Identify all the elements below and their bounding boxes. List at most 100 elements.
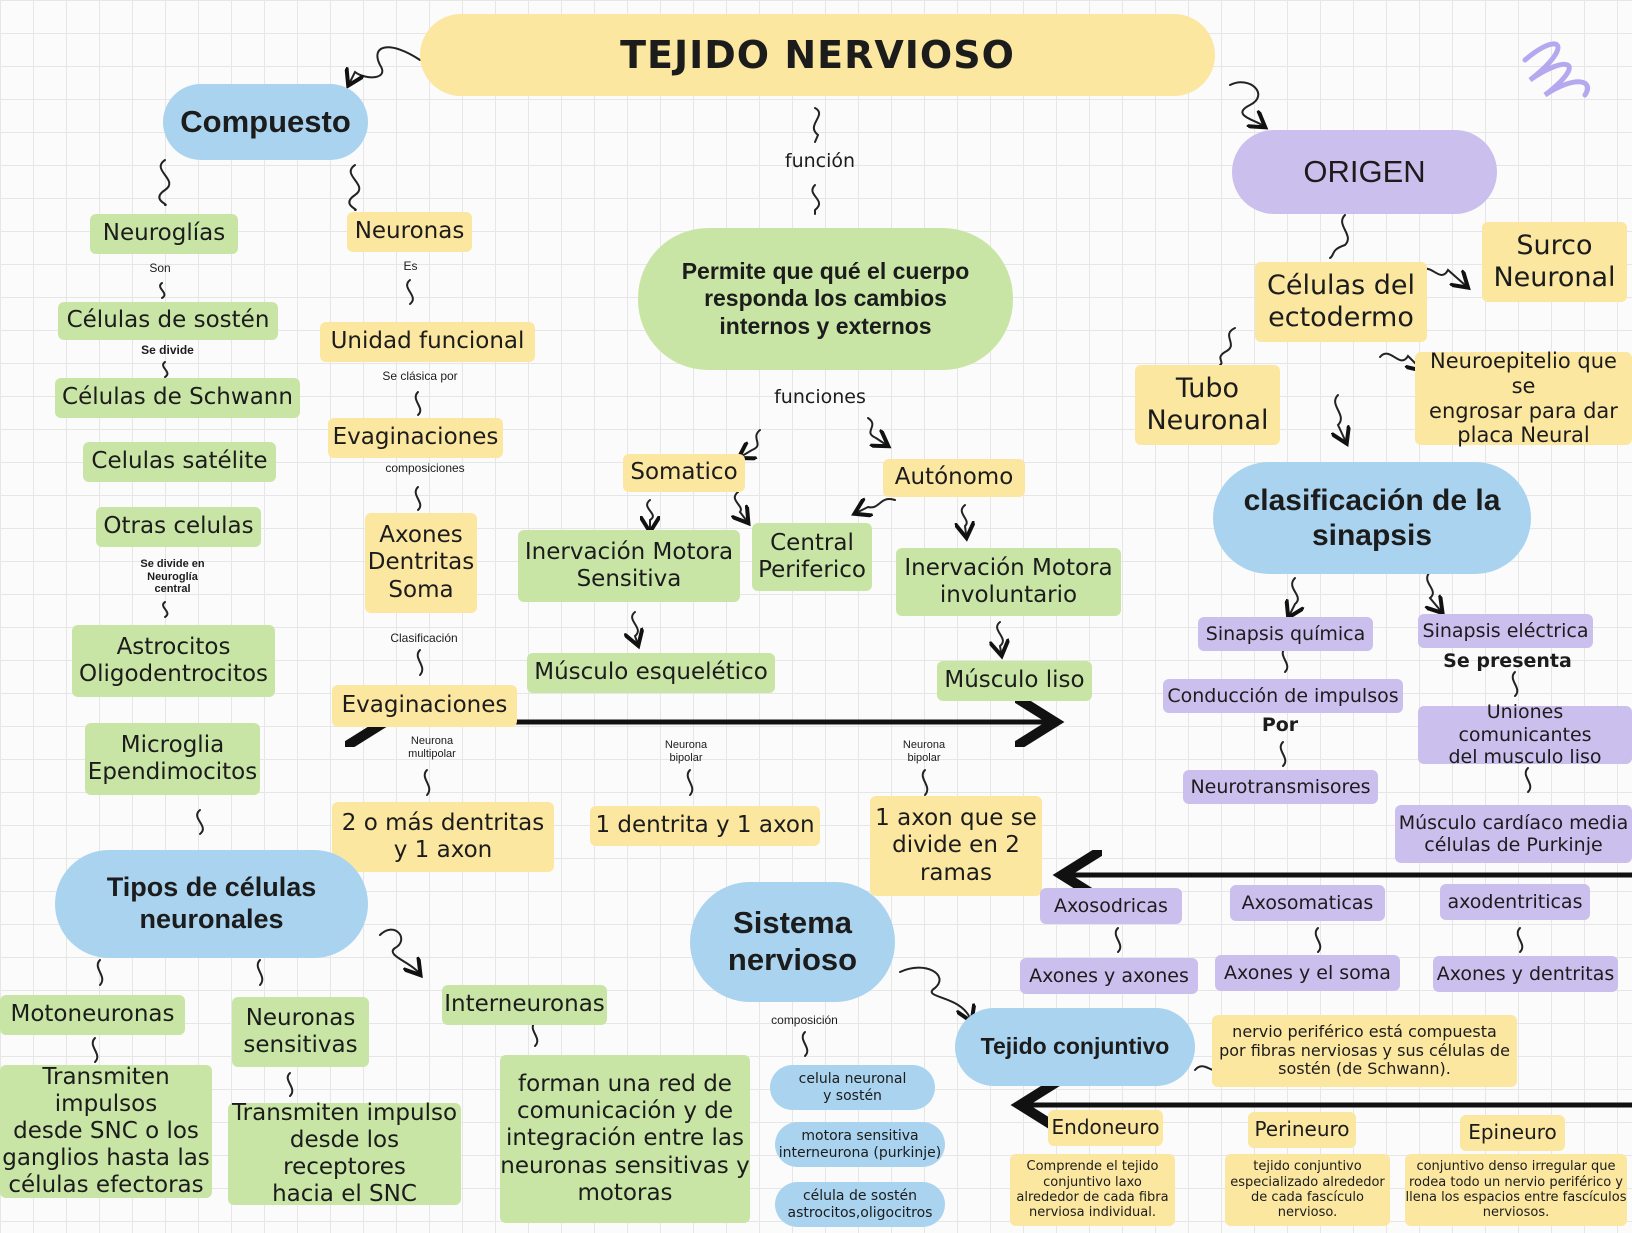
squiggle-arrow	[812, 107, 821, 143]
axones-axones-node: Axones y axones	[1020, 958, 1198, 994]
squiggle-arrow	[735, 491, 746, 520]
inervacion-sensitiva-node: Inervación Motora Sensitiva	[518, 530, 740, 602]
neuroglias-node: Neuroglías	[90, 214, 238, 254]
interneuronas-desc: forman una red de comunicación y de inte…	[500, 1055, 750, 1223]
axosomaticas-node: Axosomaticas	[1230, 885, 1385, 921]
squiggle-arrow	[379, 928, 418, 972]
composicion-label: composición	[771, 1012, 838, 1027]
clasificacion-label: Clasificación	[390, 630, 458, 645]
evaginaciones2-node: Evaginaciones	[332, 685, 517, 727]
epineuro-node: Epineuro	[1460, 1115, 1565, 1151]
squiggle-line	[1279, 741, 1287, 767]
tipos-node: Tipos de células neuronales	[55, 850, 368, 958]
squiggle-line	[414, 486, 422, 511]
evaginaciones-node: Evaginaciones	[328, 418, 503, 458]
es-label: Es	[403, 258, 418, 273]
squiggle-arrow	[1335, 394, 1345, 440]
astro-oligo-node: Astrocitos Oligodentrocitos	[72, 625, 275, 697]
squiggle-arrow	[997, 621, 1003, 652]
se-clasica-label: Se clásica por	[382, 368, 458, 383]
squiggle-line	[1516, 927, 1524, 953]
sensitivas-desc: Transmiten impulso desde los receptores …	[228, 1100, 461, 1207]
squiggle-line	[1329, 214, 1349, 259]
squiggle-arrow	[811, 184, 821, 215]
neuroepitelio-node: Neuroepitelio que se engrosar para dar p…	[1415, 349, 1632, 447]
satelite-node: Celulas satélite	[83, 442, 276, 482]
axones-dentritas-node: Axones y dentritas	[1433, 956, 1618, 992]
inervacion-involuntario-node: Inervación Motora involuntario	[896, 548, 1121, 616]
bipolar2-label: Neurona bipolar	[902, 739, 946, 764]
se-presenta-label: Se presenta	[1443, 649, 1572, 672]
squiggle-line	[801, 1031, 809, 1057]
schwann-node: Células de Schwann	[55, 378, 300, 418]
squiggle-line	[1511, 671, 1519, 697]
sinapsis-electrica-node: Sinapsis eléctrica	[1418, 614, 1593, 648]
main-title: TEJIDO NERVIOSO	[420, 14, 1215, 96]
squiggle-arrow	[962, 504, 967, 534]
perineuro-desc: tejido conjuntivo especializado alrededo…	[1225, 1154, 1390, 1226]
endoneuro-node: Endoneuro	[1048, 1110, 1163, 1146]
autonomo-node: Autónomo	[883, 459, 1025, 497]
sistema-node: Sistema nervioso	[690, 882, 895, 1002]
funcion-label: función	[784, 149, 856, 172]
multipolar-label: Neurona multipolar	[408, 735, 456, 760]
squiggle-line	[414, 391, 422, 416]
musculo-liso-node: Músculo liso	[937, 661, 1092, 701]
squiggle-line	[162, 601, 169, 618]
axones-dentritas-soma-node: Axones Dentritas Soma	[365, 513, 477, 613]
composiciones-label: composiciones	[385, 460, 465, 475]
squiggle-line	[423, 769, 431, 796]
celulas-sosten-node: Células de sostén	[58, 302, 278, 340]
deco-squiggle	[1522, 41, 1590, 98]
squiggle-arrow	[858, 499, 896, 512]
squiggle-line	[416, 649, 424, 676]
squiggle-arrow	[899, 966, 970, 1018]
son-label: Son	[149, 260, 171, 275]
somatico-node: Somatico	[623, 454, 745, 492]
micro-epen-node: Microglia Ependimocitos	[85, 723, 260, 795]
squiggle-arrow	[1229, 81, 1262, 125]
squiggle-arrow	[1379, 354, 1420, 368]
otras-node: Otras celulas	[96, 507, 261, 547]
neurotransmisores-node: Neurotransmisores	[1183, 770, 1378, 804]
squiggle-line	[348, 164, 361, 211]
squiggle-line	[1114, 927, 1122, 953]
musculo-esqueletico-node: Músculo esquelético	[527, 653, 775, 693]
squiggle-arrow	[867, 417, 885, 444]
sistema-item-1: celula neuronal y sostén	[770, 1065, 935, 1110]
squiggle-arrow	[647, 499, 653, 528]
axones-soma-node: Axones y el soma	[1215, 955, 1400, 991]
squiggle-line	[162, 361, 169, 378]
axodentriticas-node: axodentriticas	[1440, 884, 1590, 920]
squiggle-line	[531, 1021, 539, 1047]
unidad-funcional-node: Unidad funcional	[320, 322, 535, 362]
cardiaco-node: Músculo cardíaco media células de Purkin…	[1395, 805, 1632, 863]
origen-node: ORIGEN	[1232, 130, 1497, 214]
permite-node: Permite que qué el cuerpo responda los c…	[638, 228, 1013, 370]
perineuro-node: Perineuro	[1248, 1112, 1356, 1148]
squiggle-arrow	[1427, 571, 1440, 610]
uniones-node: Uniones comunicantes del musculo liso	[1418, 701, 1632, 768]
sistema-item-3: célula de sostén astrocitos,oligocitros	[775, 1182, 945, 1227]
squiggle-line	[1219, 327, 1236, 366]
funciones-label: funciones	[774, 385, 866, 408]
tubo-node: Tubo Neuronal	[1135, 365, 1280, 445]
surco-node: Surco Neuronal	[1482, 222, 1627, 302]
conjuntivo-desc: nervio periférico está compuesta por fib…	[1212, 1015, 1517, 1087]
bipolar-label: Neurona bipolar	[664, 739, 708, 764]
squiggle-line	[159, 282, 166, 299]
squiggle-line	[1524, 767, 1532, 793]
sinapsis-node: clasificación de la sinapsis	[1213, 462, 1531, 574]
conduccion-node: Conducción de impulsos	[1163, 679, 1403, 713]
squiggle-line	[91, 1037, 99, 1063]
squiggle-line	[158, 159, 171, 206]
neuronas-node: Neuronas	[347, 212, 472, 252]
sinapsis-quimica-node: Sinapsis química	[1198, 617, 1373, 651]
sensitivas-node: Neuronas sensitivas	[232, 997, 369, 1067]
compuesto-node: Compuesto	[163, 84, 368, 160]
squiggle-arrow	[1290, 577, 1298, 614]
squiggle-arrow	[632, 611, 638, 642]
por-label: Por	[1261, 713, 1299, 736]
squiggle-line	[686, 769, 694, 796]
squiggle-arrow	[350, 46, 421, 82]
